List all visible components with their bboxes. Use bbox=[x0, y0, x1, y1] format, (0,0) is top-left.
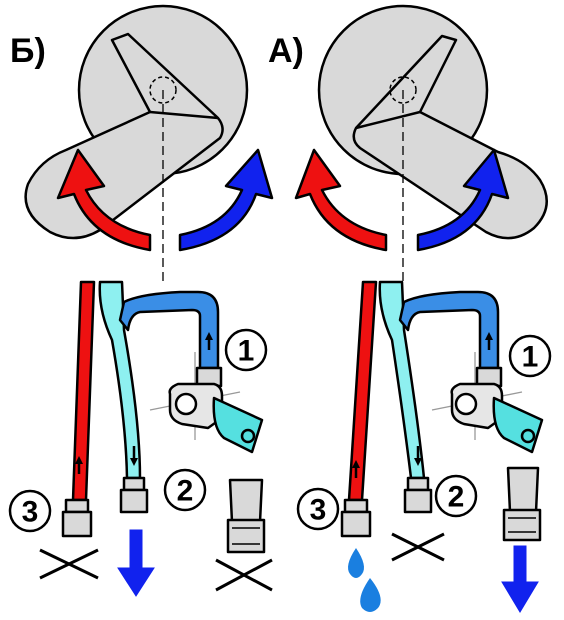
svg-text:2: 2 bbox=[177, 475, 194, 508]
panel-right: А) bbox=[268, 4, 552, 613]
connected-hose bbox=[502, 466, 542, 542]
marker-2-left: 2 bbox=[163, 468, 207, 512]
marker-1-right: 1 bbox=[508, 334, 552, 378]
panel-left: Б) bbox=[8, 4, 274, 597]
outlet-pipe bbox=[398, 290, 500, 370]
marker-1-left: 1 bbox=[224, 328, 268, 372]
cold-water-hose bbox=[378, 280, 433, 514]
rotation-arrow-cold-icon bbox=[178, 148, 274, 252]
svg-text:1: 1 bbox=[238, 335, 255, 368]
hot-water-hose bbox=[340, 280, 378, 538]
water-drop-icon bbox=[348, 548, 364, 578]
hot-water-hose bbox=[61, 280, 96, 538]
rotation-arrow-hot-icon bbox=[56, 148, 152, 252]
svg-text:2: 2 bbox=[448, 481, 465, 514]
outlet-pipe bbox=[118, 290, 220, 370]
disconnected-hose bbox=[226, 478, 266, 554]
marker-2-right: 2 bbox=[434, 474, 478, 518]
rotation-arrow-hot-icon bbox=[294, 148, 388, 252]
cross-mark-icon bbox=[391, 532, 445, 562]
cross-mark-icon bbox=[39, 548, 99, 580]
angle-valve bbox=[149, 352, 264, 454]
flow-down-arrow-icon bbox=[501, 545, 539, 613]
marker-3-left: 3 bbox=[8, 489, 52, 533]
svg-text:1: 1 bbox=[522, 341, 539, 374]
svg-text:3: 3 bbox=[22, 496, 39, 529]
panel-left-label: Б) bbox=[10, 32, 46, 70]
water-drop-icon bbox=[360, 578, 381, 612]
marker-3-right: 3 bbox=[296, 487, 340, 531]
cross-mark-icon bbox=[215, 558, 273, 592]
rotation-arrow-cold-icon bbox=[416, 148, 510, 252]
panel-right-label: А) bbox=[268, 32, 304, 70]
angle-valve bbox=[431, 352, 544, 454]
cold-water-hose bbox=[98, 280, 149, 514]
svg-text:3: 3 bbox=[310, 494, 327, 527]
flow-down-arrow-icon bbox=[117, 529, 155, 597]
